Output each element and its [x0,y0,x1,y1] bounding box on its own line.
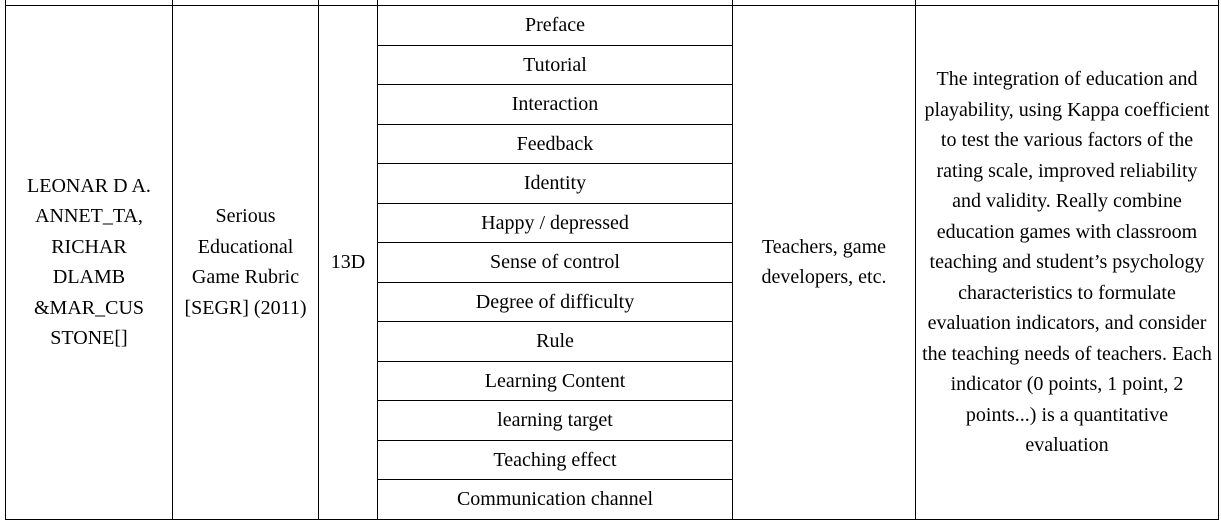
dimension-cell: Tutorial [377,44,733,85]
dimension-cell: Happy / depressed [377,202,733,243]
table-row: Happy / depressed [6,202,1219,243]
table-row: Communication channel [6,479,1219,520]
dimension-cell: Feedback [377,123,733,164]
evaluation-table: LEONAR D A. ANNET_TA, RICHAR DLAMB &MAR_… [5,0,1219,520]
table-row: LEONAR D A. ANNET_TA, RICHAR DLAMB &MAR_… [5,5,1219,520]
table-row: Feedback [6,123,1219,164]
previous-row-remnant [5,0,1219,6]
dimension-cell: Teaching effect [377,439,733,480]
table-row: Teaching effect [6,439,1219,480]
dimension-cell: Communication channel [377,479,733,520]
dimension-cell: Interaction [377,84,733,125]
prev-cell-description [915,0,1219,6]
dimension-cell: Rule [377,321,733,362]
dimension-cell: learning target [377,400,733,441]
table-row: learning target [6,400,1219,441]
table-row: Learning Content [6,360,1219,401]
dimension-count-cell: 13D [318,5,378,520]
table-row: Identity [6,163,1219,204]
dimension-cell: Degree of difficulty [377,281,733,322]
target-users-cell: Teachers, game developers, etc. [732,5,916,520]
dimension-cell: Sense of control [377,242,733,283]
table-row: Rule [6,321,1219,362]
dimension-cell: Identity [377,163,733,204]
description-cell: The integration of education and playabi… [915,5,1219,520]
scale-name-cell: Serious Educational Game Rubric [SEGR] (… [172,5,319,520]
dimension-cell: Learning Content [377,360,733,401]
table-row: Tutorial [6,44,1219,85]
dimension-cell: Preface [377,5,733,46]
authors-cell: LEONAR D A. ANNET_TA, RICHAR DLAMB &MAR_… [5,5,173,520]
